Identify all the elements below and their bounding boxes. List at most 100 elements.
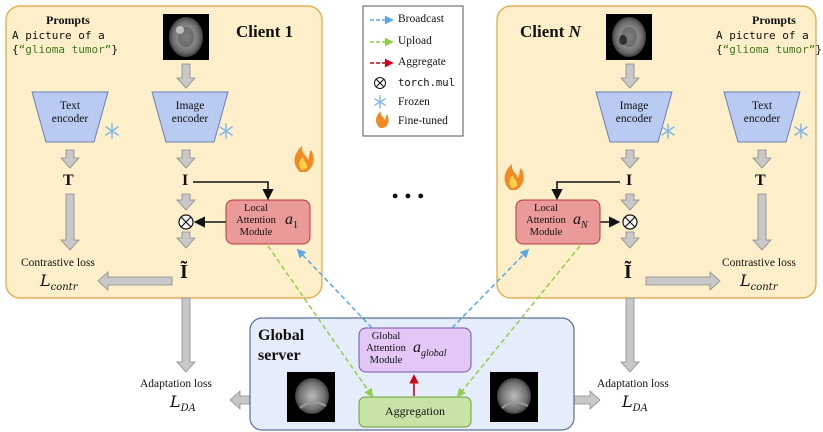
client-n-prompt-line-2: {“glioma tumor”} — [716, 43, 822, 57]
client-1-text-encoder-label-1: Text — [59, 100, 81, 112]
client-1-text-encoder-snowflake-icon — [105, 123, 119, 139]
client-n-text-encoder-label-1: Text — [751, 100, 773, 112]
gam-sub: global — [421, 348, 447, 360]
legend-finetuned-label: Fine-tuned — [398, 115, 448, 127]
client-n-otimes-icon — [622, 214, 638, 230]
client-n-lam-symbol: aN — [573, 211, 588, 232]
global-attention-module-label: Global Attention Module — [361, 331, 411, 366]
client-1-text-encoder — [31, 91, 109, 143]
client-1-prompt-close-brace: } — [111, 43, 118, 56]
client-1-feature-to-lam-arrow — [193, 181, 274, 201]
client-1-lam-var: a — [285, 211, 293, 228]
client-n-image-encoder-label: Image encoder — [604, 100, 664, 126]
client-n-lam-var: a — [573, 211, 581, 228]
left-da-sub: DA — [180, 403, 196, 415]
client-1-attended-feature: Ĩ — [180, 261, 188, 283]
client-1-lam-symbol: a1 — [285, 211, 298, 232]
client-1-image-encoder-snowflake-icon — [219, 123, 233, 139]
right-da-sub: DA — [632, 403, 648, 415]
left-da-L: L — [170, 392, 181, 411]
upload-arrow-client-n — [456, 245, 581, 398]
clients-ellipsis: • • • — [392, 186, 425, 206]
legend-aggregate-label: Aggregate — [398, 56, 446, 68]
gam-label-1: Global — [371, 331, 401, 342]
legend-flame-icon — [375, 111, 389, 128]
right-adaptation-loss-symbol: LDA — [622, 392, 648, 415]
client-1-text-encoder-label-2: encoder — [51, 113, 89, 126]
gam-label-3: Module — [369, 354, 403, 366]
global-attention-module — [358, 327, 472, 373]
client-n-lam-sub: N — [581, 220, 588, 232]
client-1-image-encoder-label: Image encoder — [160, 100, 220, 126]
client-n-image-encoder-snowflake-icon — [661, 123, 675, 139]
client-n-text-encoder — [723, 91, 801, 143]
upload-arrow-client-1 — [267, 245, 374, 398]
legend-snowflake-icon — [374, 95, 386, 109]
client-n-contrastive-loss-symbol: Lcontr — [740, 271, 778, 294]
client-1-local-attention-module — [225, 199, 311, 245]
client-n-image-feature: I — [626, 172, 633, 189]
client-1-prompts-title: Prompts — [46, 13, 90, 27]
client-1-image-encoder — [151, 91, 229, 143]
client-n-image-encoder-label-1: Image — [619, 100, 649, 112]
client-n-prompts-title: Prompts — [752, 13, 796, 27]
client-1-prompt-line-1: A picture of a — [12, 29, 105, 42]
client-n-text-encoder-label: Text encoder — [732, 100, 792, 126]
client-n-contr-L: L — [740, 271, 751, 290]
client-1-contrastive-loss-symbol: Lcontr — [40, 271, 78, 294]
client-n-prompt-line-1: A picture of a — [716, 29, 809, 42]
legend-frozen-label: Frozen — [398, 96, 430, 108]
server-title-line-2: server — [258, 347, 301, 364]
client-1-brain-mri-icon — [163, 14, 209, 60]
client-1-lam-label: Local Attention Module — [228, 203, 284, 238]
server-left-brain-mri-icon — [287, 372, 335, 422]
client-n-title-var: N — [568, 22, 581, 41]
left-adaptation-loss-label: Adaptation loss — [140, 378, 212, 390]
client-n-lam-label-3: Module — [529, 226, 563, 238]
client-1-lam-label-2: Attention — [236, 214, 276, 226]
server-title-line-1: Global — [258, 327, 305, 344]
client-n-contrastive-loss-label: Contrastive loss — [722, 257, 796, 269]
client-1-lam-sub: 1 — [293, 220, 298, 232]
client-1-image-encoder-label-2: encoder — [171, 113, 209, 126]
broadcast-arrow-client-1 — [296, 248, 373, 329]
aggregation-label: Aggregation — [385, 404, 445, 418]
right-adaptation-loss-label: Adaptation loss — [597, 378, 669, 390]
client-n-lam-label-2: Attention — [526, 214, 566, 226]
gam-label-2: Attention — [366, 342, 406, 354]
client-1-text-encoder-label: Text encoder — [40, 100, 100, 126]
client-1-contr-sub: contr — [50, 282, 78, 294]
client-n-brain-mri-icon — [606, 14, 652, 60]
client-n-image-encoder — [595, 91, 673, 143]
client-1-otimes-icon — [178, 214, 194, 230]
client-n-feature-to-lam-arrow — [551, 181, 620, 201]
client-1-lam-label-1: Local — [244, 203, 268, 214]
client-1-flame-icon — [294, 146, 314, 172]
client-1-lam-label-3: Module — [239, 226, 273, 238]
left-adaptation-loss-symbol: LDA — [170, 392, 196, 415]
legend-otimes-icon — [374, 77, 386, 89]
client-n-title: Client N — [520, 22, 581, 42]
aggregation-box — [358, 396, 472, 428]
client-1-title: Client 1 — [236, 22, 294, 41]
gam-var: a — [413, 339, 421, 356]
client-1-text-feature: T — [63, 172, 74, 189]
server-title: Global server — [258, 326, 304, 366]
legend-broadcast-label: Broadcast — [398, 13, 444, 25]
client-n-title-text: Client — [520, 22, 565, 41]
legend-mul-label: torch.mul — [398, 77, 455, 89]
client-n-image-encoder-label-2: encoder — [615, 113, 653, 126]
right-da-L: L — [622, 392, 633, 411]
client-1-image-feature: I — [182, 172, 189, 189]
client-n-text-encoder-label-2: encoder — [743, 113, 781, 126]
client-n-local-attention-module — [515, 199, 601, 245]
client-n-text-encoder-snowflake-icon — [794, 123, 808, 139]
client-n-attended-feature: Ĩ — [624, 261, 632, 283]
client-n-contr-sub: contr — [750, 282, 778, 294]
client-1-image-encoder-label-1: Image — [175, 100, 205, 112]
client-n-prompt-class: “glioma tumor” — [722, 43, 816, 56]
client-1-prompt-class: “glioma tumor” — [18, 43, 112, 56]
client-n-flame-icon — [504, 164, 524, 190]
client-n-lam-label: Local Attention Module — [518, 203, 574, 238]
client-1-contr-L: L — [40, 271, 51, 290]
